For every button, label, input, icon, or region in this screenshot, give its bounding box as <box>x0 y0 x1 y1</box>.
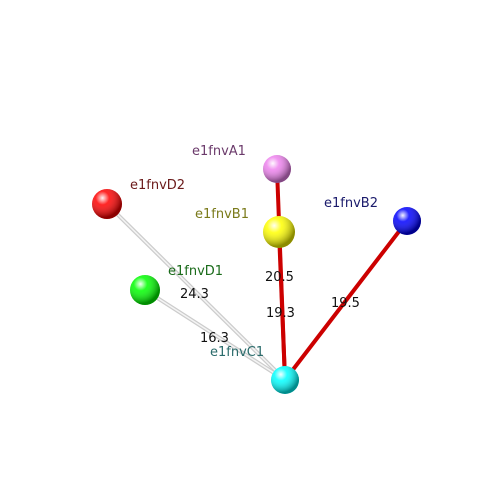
node-e1fnvD1[interactable] <box>130 275 160 305</box>
edges <box>105 167 409 382</box>
node-e1fnvC1[interactable] <box>271 366 299 394</box>
node-e1fnvD2[interactable] <box>92 189 122 219</box>
node-sphere-shading <box>130 275 160 305</box>
node-sphere-shading <box>92 189 122 219</box>
nodes <box>92 155 421 394</box>
edge-e1fnvC1-e1fnvB1 <box>277 230 287 382</box>
node-e1fnvB2[interactable] <box>393 207 421 235</box>
node-e1fnvA1[interactable] <box>263 155 291 183</box>
node-sphere-shading <box>393 207 421 235</box>
node-label: e1fnvB2 <box>324 196 378 211</box>
node-label: e1fnvD2 <box>130 178 185 193</box>
edge-highlight-e1fnvC1-e1fnvD2 <box>106 203 286 381</box>
edge-label: 20.5 <box>265 270 294 285</box>
edge-label: 19.5 <box>331 296 360 311</box>
edge-label: 16.3 <box>200 331 229 346</box>
edge-label: 24.3 <box>180 287 209 302</box>
node-sphere-shading <box>263 216 295 248</box>
node-label: e1fnvB1 <box>195 207 249 222</box>
edge-e1fnvC1-e1fnvB2 <box>283 219 409 382</box>
node-label: e1fnvD1 <box>168 264 223 279</box>
edge-label: 19.3 <box>266 306 295 321</box>
node-e1fnvB1[interactable] <box>263 216 295 248</box>
node-sphere-shading <box>271 366 299 394</box>
edge-labels: 20.5 19.3 19.5 24.3 16.3 <box>180 270 360 346</box>
edge-highlight-e1fnvC1-e1fnvD1 <box>144 289 286 381</box>
node-label: e1fnvA1 <box>192 144 246 159</box>
node-sphere-shading <box>263 155 291 183</box>
node-label: e1fnvC1 <box>210 345 264 360</box>
node-labels: e1fnvA1 e1fnvB1 e1fnvB2 e1fnvC1 e1fnvD1 e1fnv… <box>130 144 378 360</box>
